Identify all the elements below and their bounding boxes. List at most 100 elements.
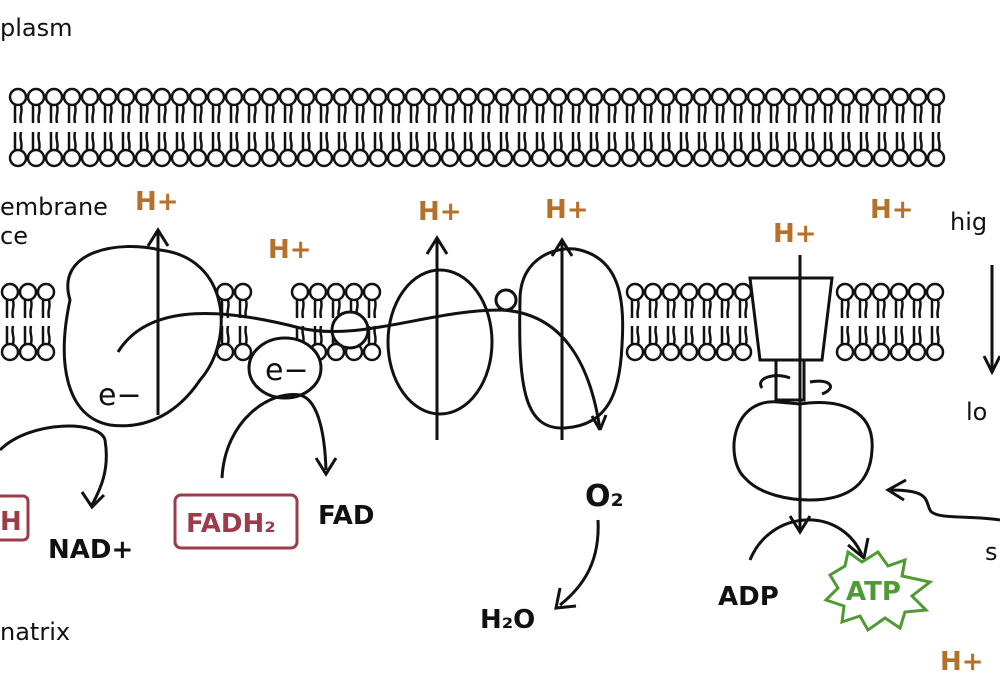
lipid-tail bbox=[666, 299, 676, 319]
lipid-tail bbox=[840, 299, 850, 319]
lipid-head bbox=[889, 282, 909, 302]
lipid-head bbox=[907, 282, 927, 302]
lipid-head bbox=[656, 148, 676, 168]
lipid-tail bbox=[229, 131, 239, 151]
lipid-tail bbox=[661, 104, 671, 124]
region-bottom-label: natrix bbox=[0, 618, 70, 646]
lipid-tail bbox=[211, 104, 221, 124]
lipid-head bbox=[18, 342, 38, 362]
fadh2-label: FADH₂ bbox=[186, 509, 276, 539]
lipid-head bbox=[332, 87, 352, 107]
lipid-head bbox=[344, 282, 364, 302]
lipid-head bbox=[18, 282, 38, 302]
lipid-head bbox=[224, 87, 244, 107]
lipid-head bbox=[326, 342, 346, 362]
lipid-tail bbox=[625, 104, 635, 124]
lipid-head bbox=[386, 87, 406, 107]
lipid-head bbox=[926, 87, 946, 107]
lipid-head bbox=[782, 148, 802, 168]
lipid-head bbox=[908, 148, 928, 168]
lipid-head bbox=[422, 148, 442, 168]
lipid-tail bbox=[220, 325, 230, 345]
lipid-head bbox=[925, 342, 945, 362]
lipid-tail bbox=[733, 131, 743, 151]
lipid-head bbox=[872, 148, 892, 168]
proton-label: H+ bbox=[545, 195, 589, 225]
lipid-head bbox=[566, 87, 586, 107]
lipid-tail bbox=[769, 104, 779, 124]
lipid-head bbox=[314, 148, 334, 168]
lipid-head bbox=[800, 87, 820, 107]
proton-label: H+ bbox=[870, 195, 914, 225]
lipid-tail bbox=[319, 131, 329, 151]
lipid-tail bbox=[805, 131, 815, 151]
lipid-head bbox=[278, 148, 298, 168]
lipid-tail bbox=[139, 131, 149, 151]
lipid-head bbox=[494, 148, 514, 168]
gradient-low-label: lo bbox=[966, 398, 987, 426]
lipid-tail bbox=[751, 104, 761, 124]
lipid-tail bbox=[41, 299, 51, 319]
lipid-head bbox=[925, 282, 945, 302]
lipid-tail bbox=[391, 104, 401, 124]
lipid-tail bbox=[265, 104, 275, 124]
lipid-tail bbox=[787, 104, 797, 124]
lipid-tail bbox=[409, 131, 419, 151]
lipid-tail bbox=[643, 131, 653, 151]
lipid-head bbox=[728, 87, 748, 107]
lipid-head bbox=[926, 148, 946, 168]
lipid-head bbox=[764, 87, 784, 107]
lipid-head bbox=[512, 148, 532, 168]
lipid-head bbox=[260, 87, 280, 107]
lipid-tail bbox=[337, 104, 347, 124]
lipid-head bbox=[835, 282, 855, 302]
lipid-tail bbox=[13, 104, 23, 124]
lipid-tail bbox=[481, 131, 491, 151]
lipid-tail bbox=[894, 299, 904, 319]
lipid-head bbox=[44, 87, 64, 107]
lipid-tail bbox=[931, 104, 941, 124]
lipid-tail bbox=[5, 299, 15, 319]
lipid-tail bbox=[157, 131, 167, 151]
lipid-head bbox=[818, 87, 838, 107]
lipid-head bbox=[44, 148, 64, 168]
lipid-tail bbox=[41, 325, 51, 345]
lipid-tail bbox=[211, 131, 221, 151]
lipid-tail bbox=[702, 325, 712, 345]
lipid-tail bbox=[697, 131, 707, 151]
lipid-head bbox=[170, 87, 190, 107]
lipid-head bbox=[733, 342, 753, 362]
lipid-head bbox=[661, 342, 681, 362]
lipid-head bbox=[314, 87, 334, 107]
lipid-tail bbox=[373, 104, 383, 124]
lipid-head bbox=[836, 87, 856, 107]
lipid-tail bbox=[535, 104, 545, 124]
lipid-tail bbox=[355, 104, 365, 124]
lipid-head bbox=[872, 87, 892, 107]
lipid-tail bbox=[319, 104, 329, 124]
lipid-head bbox=[854, 87, 874, 107]
lipid-tail bbox=[697, 104, 707, 124]
lipid-tail bbox=[913, 104, 923, 124]
lipid-tail bbox=[553, 131, 563, 151]
lipid-head bbox=[242, 148, 262, 168]
lipid-head bbox=[566, 148, 586, 168]
lipid-tail bbox=[894, 325, 904, 345]
lipid-head bbox=[368, 148, 388, 168]
lipid-tail bbox=[931, 131, 941, 151]
electron-path bbox=[116, 308, 608, 431]
lipid-tail bbox=[5, 325, 15, 345]
nad-plus-label: NAD+ bbox=[48, 535, 133, 565]
lipid-tail bbox=[877, 104, 887, 124]
lipid-tail bbox=[247, 131, 257, 151]
lipid-tail bbox=[895, 131, 905, 151]
nadh-box bbox=[0, 494, 30, 542]
proton-labels: H+ H+ H+ H+ H+ H+ H+ bbox=[135, 187, 984, 677]
lipid-head bbox=[710, 148, 730, 168]
lipid-tail bbox=[67, 131, 77, 151]
lipid-head bbox=[8, 148, 28, 168]
lipid-head bbox=[674, 87, 694, 107]
lipid-tail bbox=[912, 325, 922, 345]
proton-label: H+ bbox=[773, 219, 817, 249]
